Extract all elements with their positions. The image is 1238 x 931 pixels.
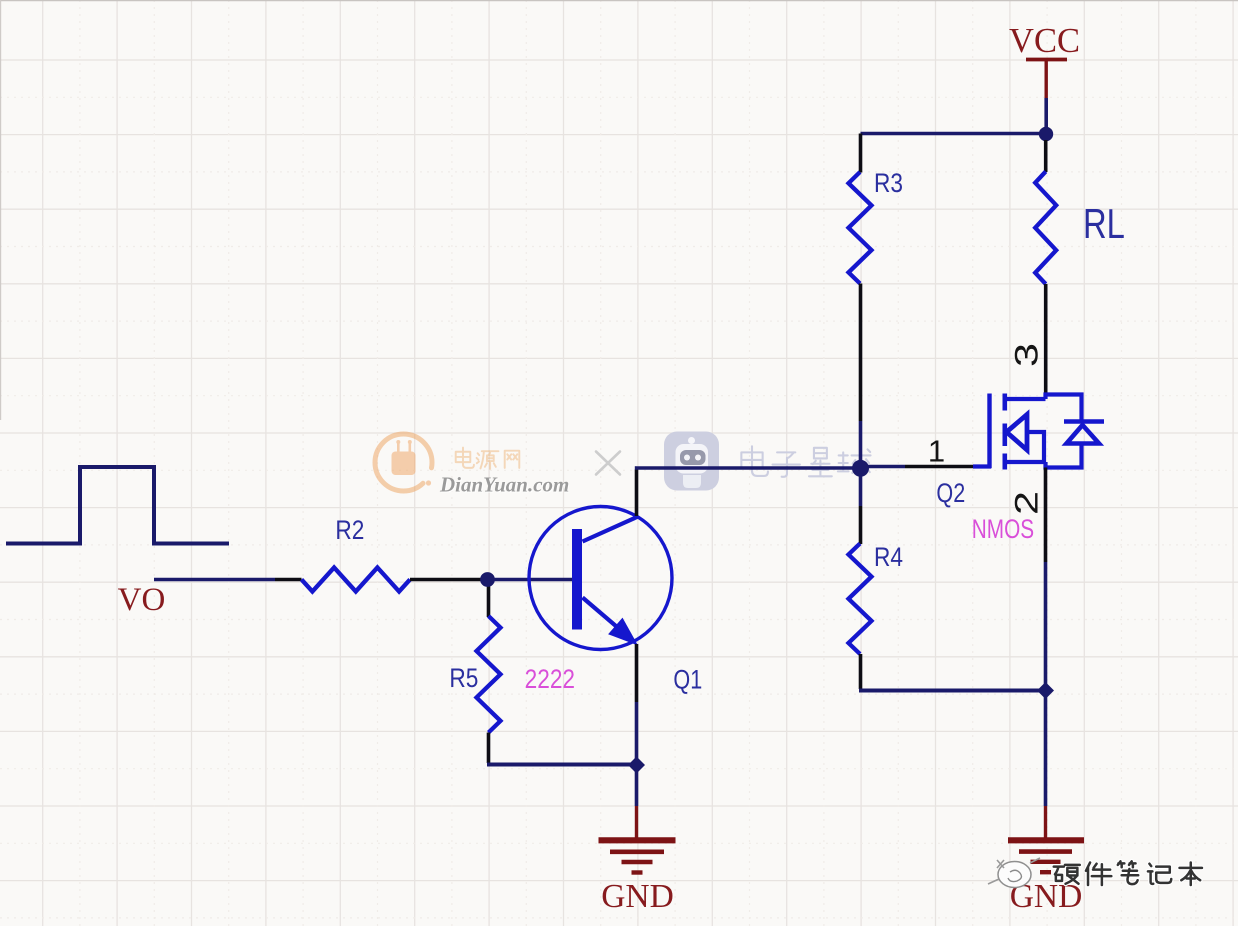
svg-text:2222: 2222 <box>525 664 575 694</box>
svg-text:R5: R5 <box>449 663 478 693</box>
svg-text:1: 1 <box>928 434 945 469</box>
svg-text:R3: R3 <box>874 168 903 198</box>
svg-text:Q2: Q2 <box>936 479 965 509</box>
svg-text:R4: R4 <box>874 542 903 572</box>
svg-text:VCC: VCC <box>1009 22 1080 60</box>
svg-text:Q1: Q1 <box>673 665 702 695</box>
svg-text:3: 3 <box>1010 343 1045 367</box>
svg-text:NMOS: NMOS <box>972 515 1034 545</box>
svg-text:GND: GND <box>601 878 674 915</box>
svg-text:2: 2 <box>1010 491 1045 515</box>
svg-text:RL: RL <box>1083 200 1125 247</box>
svg-text:DianYuan.com: DianYuan.com <box>439 473 569 497</box>
svg-text:R2: R2 <box>335 515 364 545</box>
svg-text:VO: VO <box>118 582 166 618</box>
